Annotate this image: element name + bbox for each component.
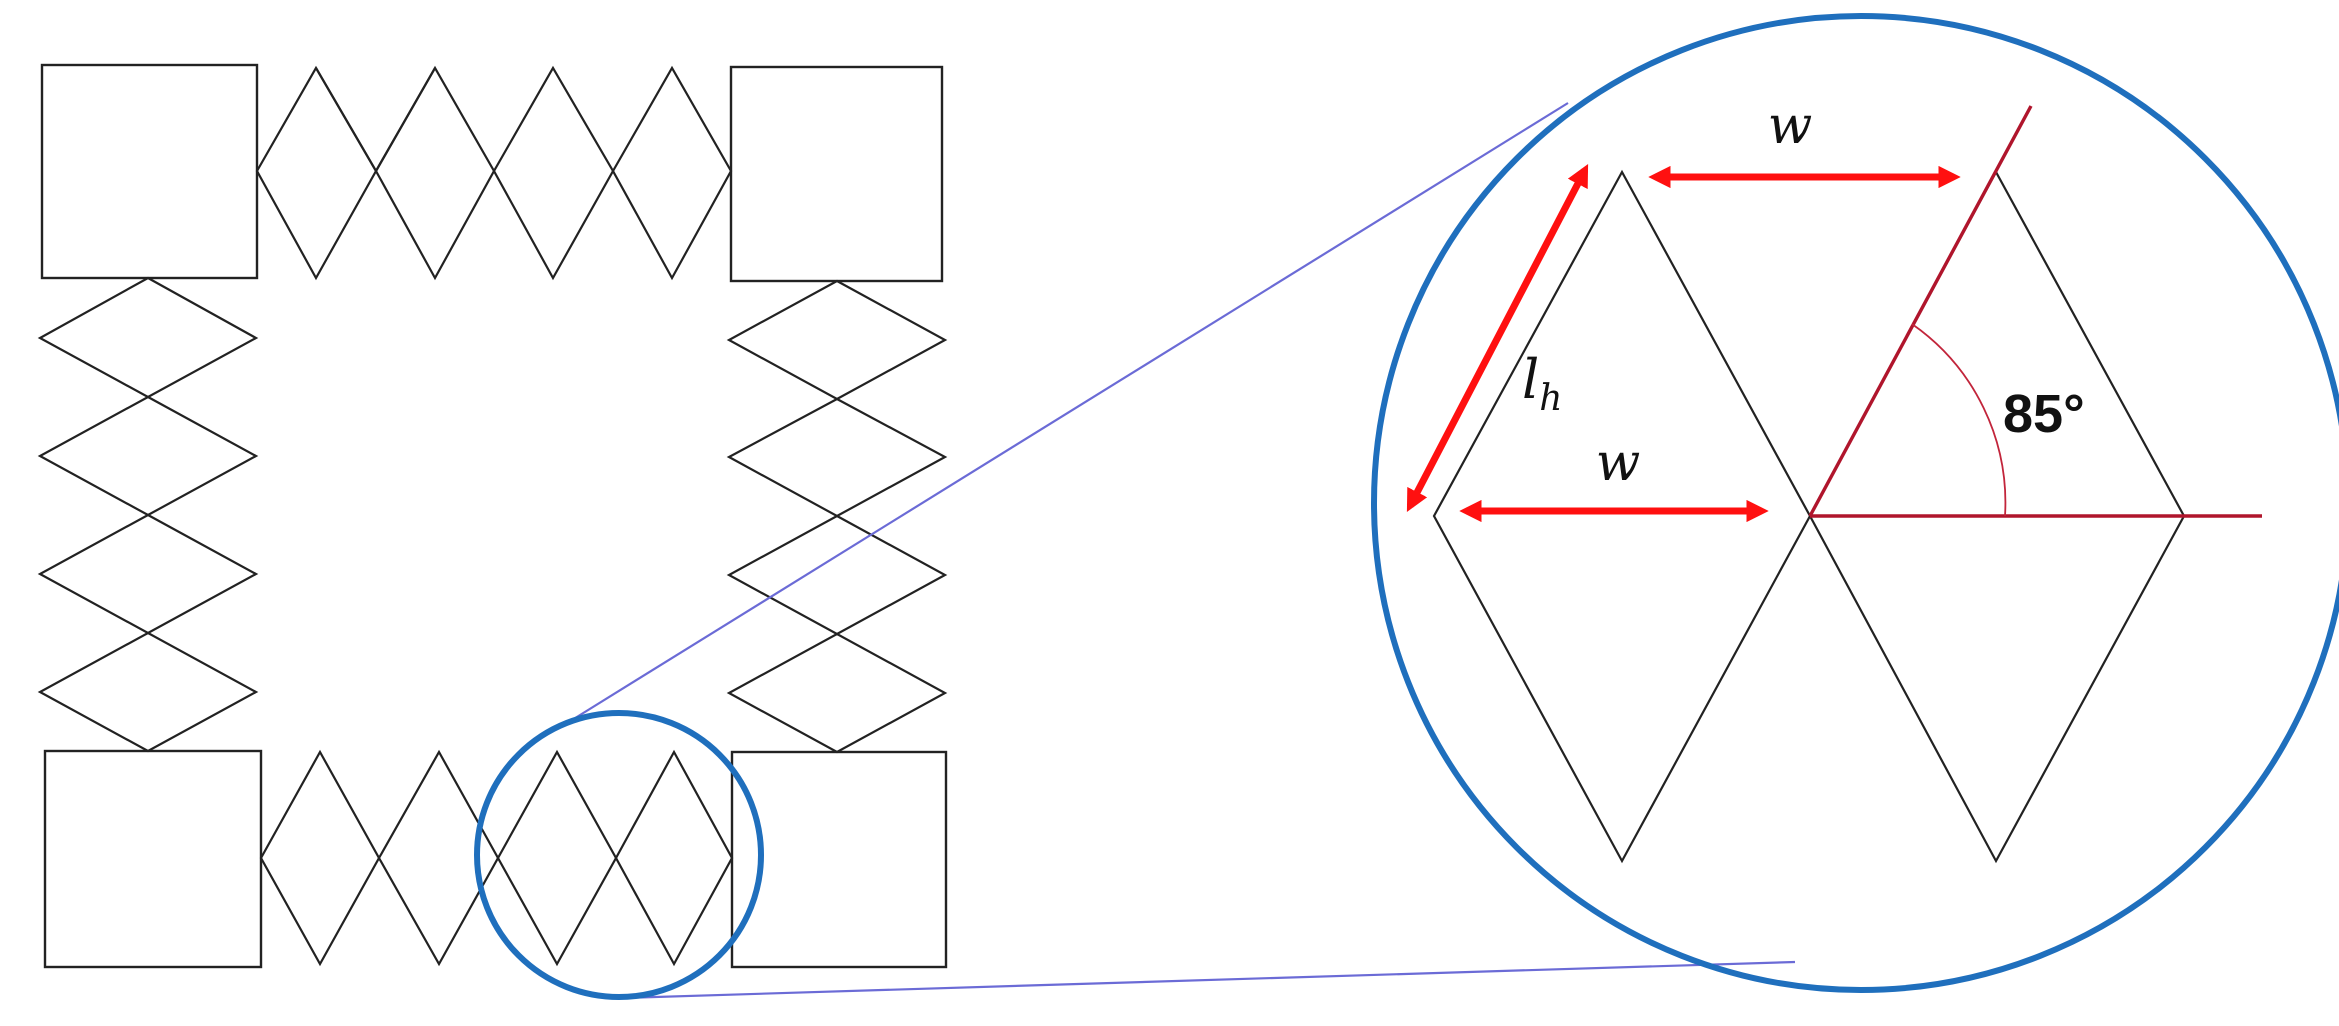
zoom-connector — [571, 102, 1796, 1000]
corner-square-top-left — [40, 63, 259, 280]
label-width-top: w — [1768, 96, 1813, 156]
label-width-middle: w — [1596, 433, 1641, 493]
rhombus-left — [1432, 169, 1812, 864]
magnified-detail: w w lh 85° — [1371, 13, 2339, 993]
hinge-chain-right — [726, 279, 948, 754]
angle-slant-line — [1808, 105, 2033, 517]
corner-square-top-right — [729, 65, 944, 283]
label-hinge-length-subscript: h — [1539, 378, 1562, 419]
label-hinge-length-base: l — [1522, 348, 1539, 411]
magnifier-small-circle — [474, 710, 764, 1000]
magnifier-large-circle — [1371, 13, 2339, 993]
zoom-line-upper — [571, 102, 1569, 721]
hinge-chain-left — [37, 276, 259, 753]
lattice-cell — [37, 63, 948, 969]
label-hinge-length: lh — [1522, 348, 1562, 419]
angle-arc — [1911, 323, 2007, 517]
label-angle: 85° — [2003, 384, 2085, 444]
corner-square-bottom-right — [730, 750, 948, 969]
hinge-chain-top — [255, 65, 733, 281]
corner-square-bottom-left — [43, 749, 263, 969]
zoom-line-lower — [621, 960, 1796, 1000]
hinge-chain-bottom — [259, 749, 734, 967]
hinge-length-arrow — [1406, 164, 1589, 512]
